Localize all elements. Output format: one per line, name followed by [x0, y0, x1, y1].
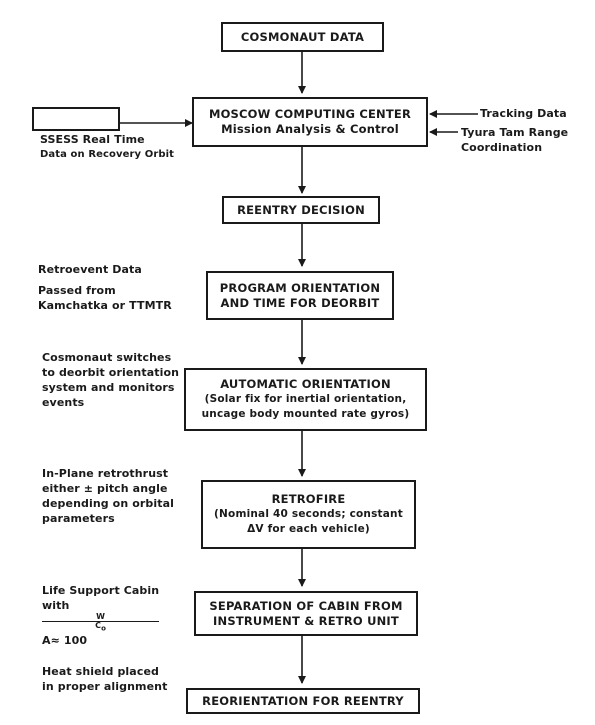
life-support-line2: with W Co A≈ 100	[42, 598, 160, 648]
program-orientation-line2: AND TIME FOR DEORBIT	[220, 295, 380, 310]
cosmonaut-switches-line1: Cosmonaut switches	[42, 351, 172, 364]
retrofire-line3: ΔV for each vehicle)	[247, 523, 370, 535]
program-orientation-box: PROGRAM ORIENTATION AND TIME FOR DEORBIT	[206, 271, 394, 320]
life-support-note: Life Support Cabin with W Co A≈ 100	[42, 583, 160, 648]
reentry-decision-box: REENTRY DECISION	[222, 196, 380, 224]
tyura-tam-line2: Coordination	[461, 141, 543, 154]
automatic-orientation-box: AUTOMATIC ORIENTATION (Solar fix for ine…	[184, 368, 427, 431]
retrofire-box: RETROFIRE (Nominal 40 seconds; constant …	[201, 480, 416, 549]
in-plane-line2: either ± pitch angle	[42, 482, 168, 495]
moscow-title: MOSCOW COMPUTING CENTER	[208, 107, 412, 121]
retroevent-line3: Kamchatka or TTMTR	[38, 299, 172, 312]
ssess-source-box	[32, 107, 120, 131]
heat-shield-line2: in proper alignment	[42, 680, 168, 693]
in-plane-note: In-Plane retrothrust either ± pitch angl…	[42, 466, 174, 526]
reentry-decision-label: REENTRY DECISION	[237, 202, 365, 217]
automatic-orientation-line3: uncage body mounted rate gyros)	[201, 408, 410, 420]
ssess-note: SSESS Real Time Data on Recovery Orbit	[40, 132, 174, 162]
in-plane-line3: depending on orbital	[42, 497, 174, 510]
life-support-prefix: with	[42, 599, 70, 612]
separation-box: SEPARATION OF CABIN FROM INSTRUMENT & RE…	[194, 591, 418, 636]
retroevent-line2: Passed from	[38, 284, 116, 297]
in-plane-line1: In-Plane retrothrust	[42, 467, 169, 480]
heat-shield-note: Heat shield placed in proper alignment	[42, 664, 167, 694]
tracking-data-text: Tracking Data	[480, 107, 567, 120]
cosmonaut-switches-line2: to deorbit orientation	[42, 366, 180, 379]
automatic-orientation-line2: (Solar fix for inertial orientation,	[204, 393, 407, 405]
program-orientation-line1: PROGRAM ORIENTATION	[219, 280, 381, 295]
moscow-computing-center-box: MOSCOW COMPUTING CENTER Mission Analysis…	[192, 97, 428, 147]
cosmonaut-switches-line3: system and monitors	[42, 381, 175, 394]
cosmonaut-switches-line4: events	[42, 396, 85, 409]
separation-line2: INSTRUMENT & RETRO UNIT	[213, 613, 399, 628]
fraction-numerator: W	[42, 613, 160, 622]
tyura-tam-line1: Tyura Tam Range	[461, 126, 569, 139]
tyura-tam-label: Tyura Tam Range Coordination	[461, 125, 568, 155]
reorientation-box: REORIENTATION FOR REENTRY	[186, 688, 420, 714]
retroevent-line1: Retroevent Data	[38, 263, 142, 276]
heat-shield-line1: Heat shield placed	[42, 665, 159, 678]
w-over-c-fraction: W Co	[42, 613, 160, 633]
life-support-ratio: A≈ 100	[42, 633, 88, 647]
cosmonaut-data-box: COSMONAUT DATA	[221, 22, 384, 52]
in-plane-line4: parameters	[42, 512, 115, 525]
tracking-data-label: Tracking Data	[480, 106, 567, 121]
retroevent-note: Retroevent Data Passed from Kamchatka or…	[38, 262, 172, 313]
separation-line1: SEPARATION OF CABIN FROM	[209, 598, 403, 613]
moscow-subtitle: Mission Analysis & Control	[221, 122, 399, 136]
reorientation-label: REORIENTATION FOR REENTRY	[202, 693, 404, 708]
life-support-line1: Life Support Cabin	[42, 584, 160, 597]
fraction-denominator: Co	[42, 622, 159, 633]
fraction-subscript: o	[101, 624, 107, 633]
automatic-orientation-title: AUTOMATIC ORIENTATION	[220, 377, 391, 391]
retrofire-title: RETROFIRE	[271, 492, 346, 506]
cosmonaut-data-label: COSMONAUT DATA	[240, 29, 365, 44]
cosmonaut-switches-note: Cosmonaut switches to deorbit orientatio…	[42, 350, 179, 410]
fraction-denominator-letter: C	[95, 621, 102, 630]
retrofire-line2: (Nominal 40 seconds; constant	[214, 508, 403, 520]
ssess-line1: SSESS Real Time	[40, 133, 145, 146]
ssess-line2: Data on Recovery Orbit	[40, 149, 175, 160]
